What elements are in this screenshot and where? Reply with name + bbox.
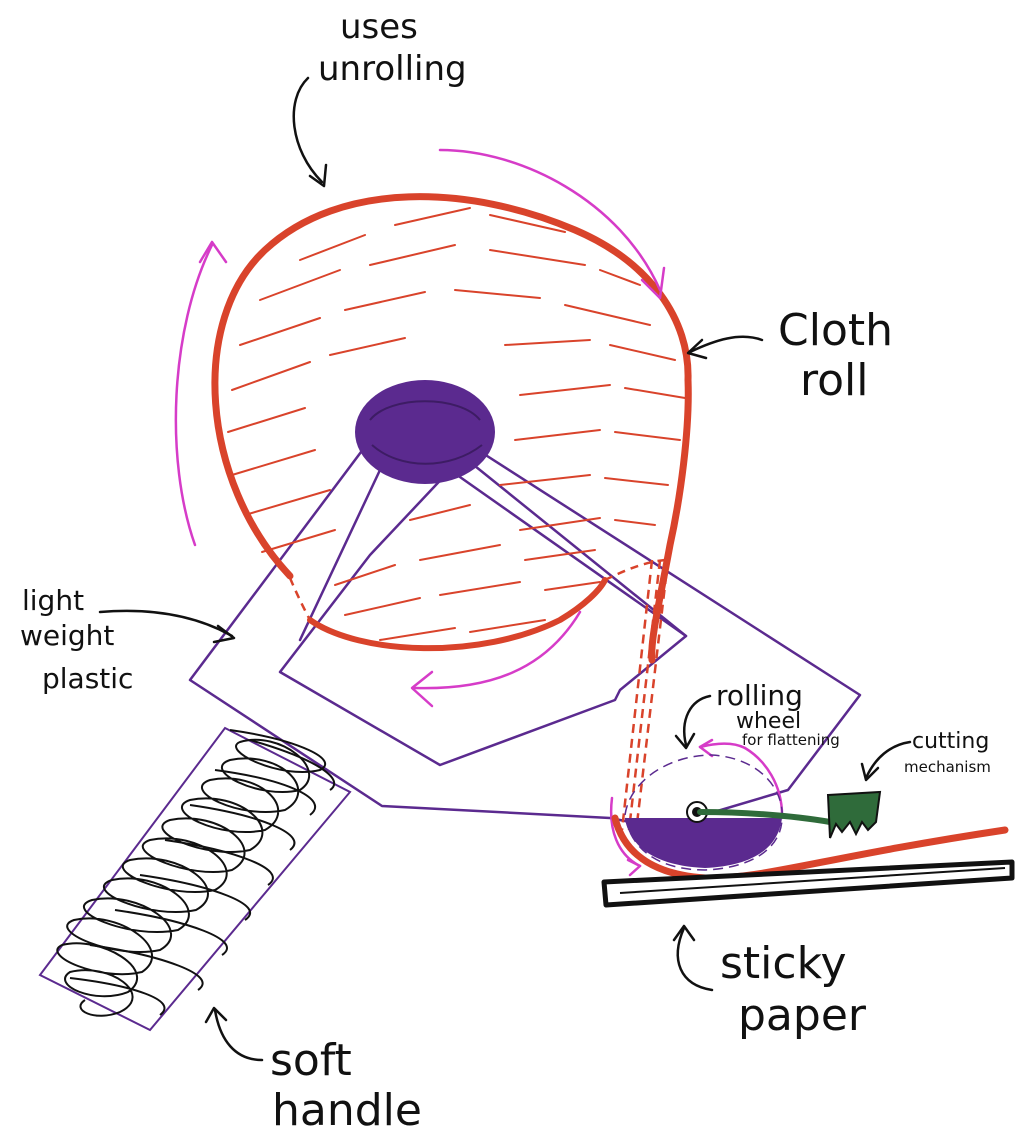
svg-text:soft: soft — [270, 1035, 352, 1086]
svg-text:mechanism: mechanism — [904, 758, 991, 776]
soft-handle — [40, 728, 350, 1030]
svg-text:paper: paper — [738, 990, 867, 1041]
label-rolling-wheel: rolling wheel for flattening — [716, 679, 840, 749]
label-uses-unrolling: uses unrolling — [318, 7, 467, 89]
label-cloth-roll: Cloth roll — [778, 305, 893, 406]
svg-text:rolling: rolling — [716, 679, 803, 712]
svg-text:unrolling: unrolling — [318, 49, 467, 89]
svg-text:cutting: cutting — [912, 729, 989, 754]
svg-text:sticky: sticky — [720, 938, 847, 989]
pointer-uses-unrolling — [294, 78, 322, 182]
pointer-cloth-roll — [690, 337, 762, 352]
svg-text:light: light — [22, 584, 84, 617]
rotation-arrow-left — [176, 245, 212, 545]
svg-text:Cloth: Cloth — [778, 305, 893, 356]
rotation-arrow-left-head — [200, 242, 226, 262]
cloth-roll-hidden-edge — [290, 578, 310, 620]
pointer-sticky — [678, 928, 712, 990]
rotation-arrow-wheel — [745, 748, 782, 818]
pointer-rolling-wheel — [684, 696, 710, 745]
svg-text:handle: handle — [272, 1085, 422, 1135]
pointer-plastic — [100, 611, 232, 636]
svg-text:roll: roll — [800, 355, 869, 406]
cloth-roll — [215, 197, 688, 832]
label-light-weight-plastic: light weight plastic — [20, 584, 133, 695]
soft-handle-outline — [40, 728, 350, 1030]
cutter-blade — [828, 792, 880, 838]
soft-handle-scribble — [57, 730, 334, 1016]
label-cutting-mechanism: cutting mechanism — [904, 729, 991, 776]
label-soft-handle: soft handle — [270, 1035, 422, 1135]
svg-text:weight: weight — [20, 619, 114, 652]
rotation-arrow-wheel-head — [700, 740, 712, 756]
label-sticky-paper: sticky paper — [720, 938, 867, 1041]
svg-text:uses: uses — [340, 7, 418, 47]
svg-text:plastic: plastic — [42, 662, 133, 695]
annotation-arrows — [100, 78, 910, 1060]
svg-text:for flattening: for flattening — [742, 731, 840, 749]
roll-hub — [355, 380, 495, 484]
